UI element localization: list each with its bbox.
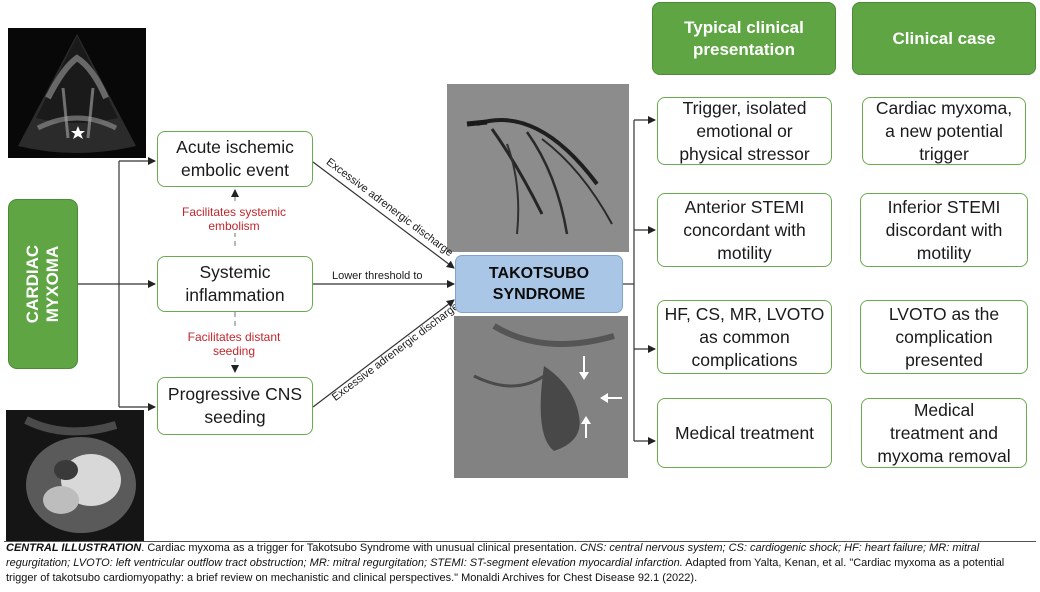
- case-item-stemi: Inferior STEMI discordant with motility: [860, 193, 1028, 267]
- caption-abbreviations: CNS: central nervous system; CS: cardiog…: [6, 542, 980, 569]
- figure-caption: CENTRAL ILLUSTRATION. Cardiac myxoma as …: [6, 541, 1034, 586]
- typical-presentation-header: Typical clinical presentation: [652, 2, 836, 75]
- lower-threshold-label: Lower threshold to: [332, 270, 423, 282]
- systemic-inflammation-box: Systemic inflammation: [157, 256, 313, 312]
- case-item-trigger: Cardiac myxoma, a new potential trigger: [862, 97, 1026, 165]
- cardiac-myxoma-label: CARDIAC MYXOMA: [23, 244, 63, 324]
- seeding-facilitation-label: Facilitates distant seeding: [172, 330, 296, 358]
- typical-item-complications: HF, CS, MR, LVOTO as common complication…: [657, 300, 832, 374]
- caption-title: CENTRAL ILLUSTRATION: [6, 542, 142, 554]
- takotsubo-syndrome-box: TAKOTSUBO SYNDROME: [455, 255, 623, 313]
- typical-item-trigger: Trigger, isolated emotional or physical …: [657, 97, 832, 165]
- embolic-event-box: Acute ischemic embolic event: [157, 131, 313, 187]
- case-item-complications: LVOTO as the complication presented: [860, 300, 1028, 374]
- caption-divider: [4, 541, 1036, 542]
- angiography-left-coronary-image: [447, 84, 629, 252]
- clinical-case-header: Clinical case: [852, 2, 1036, 75]
- typical-item-stemi: Anterior STEMI concordant with motility: [657, 193, 832, 267]
- caption-source: Adapted from Yalta, Kenan, et al. "Cardi…: [6, 557, 1005, 584]
- cardiac-myxoma-box: CARDIAC MYXOMA: [8, 199, 78, 369]
- case-item-treatment: Medical treatment and myxoma removal: [861, 398, 1027, 468]
- cns-seeding-box: Progressive CNS seeding: [157, 377, 313, 435]
- caption-text: . Cardiac myxoma as a trigger for Takots…: [141, 542, 581, 554]
- ventriculography-image: [454, 316, 628, 478]
- ct-scan-image: [6, 410, 144, 542]
- echocardiogram-image: [8, 28, 146, 158]
- typical-item-treatment: Medical treatment: [657, 398, 832, 468]
- embolism-facilitation-label: Facilitates systemic embolism: [170, 205, 298, 233]
